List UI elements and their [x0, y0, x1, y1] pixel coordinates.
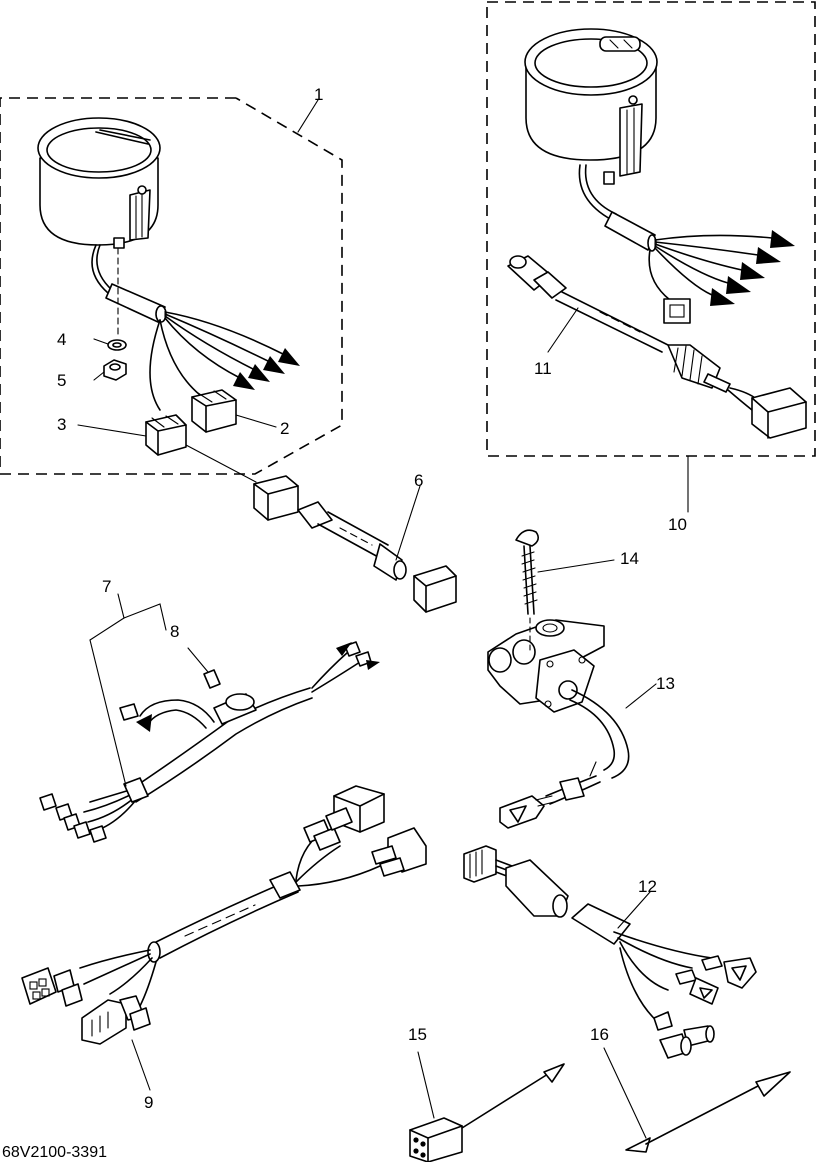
group-10-dashed-border — [486, 1, 816, 457]
gauge-meter-1 — [37, 117, 161, 249]
screw-14 — [515, 529, 615, 615]
group-10-speedometer-assembly — [486, 1, 816, 513]
label-2: 2 — [280, 419, 289, 438]
speed-sensor-cable-11 — [507, 255, 807, 439]
extension-cable-6 — [185, 444, 457, 613]
label-5: 5 — [57, 371, 66, 390]
neutral-switch-13 — [487, 617, 657, 829]
label-12: 12 — [638, 877, 657, 896]
label-14: 14 — [620, 549, 639, 568]
label-8: 8 — [170, 622, 179, 641]
label-1: 1 — [314, 85, 323, 104]
extension-harness-12 — [463, 845, 757, 1059]
label-15: 15 — [408, 1025, 427, 1044]
group-1-dashed-border — [0, 97, 343, 475]
label-13: 13 — [656, 674, 675, 693]
gauge-1-wire-harness — [91, 244, 300, 411]
connector-3 — [145, 414, 187, 456]
wire-harness-9 — [21, 785, 427, 1091]
gauge-meter-10 — [524, 28, 658, 185]
label-9: 9 — [144, 1093, 153, 1112]
harness-7-leader — [117, 593, 167, 631]
washer-4 — [107, 339, 127, 351]
nut-5 — [103, 359, 127, 381]
label-10: 10 — [668, 515, 687, 534]
label-16: 16 — [590, 1025, 609, 1044]
part-number-labels: 1 2 3 4 5 6 7 8 9 10 11 12 13 14 15 16 6… — [2, 85, 687, 1161]
main-wire-harness-7 — [39, 641, 380, 843]
fuse-8 — [203, 669, 221, 689]
connector-2 — [191, 389, 237, 433]
label-11: 11 — [534, 359, 552, 378]
group-1-tachometer-assembly — [0, 97, 343, 475]
wire-lead-16 — [603, 1047, 791, 1153]
label-3: 3 — [57, 415, 66, 434]
label-7: 7 — [102, 577, 111, 596]
gauge-10-wire-harness — [578, 164, 795, 324]
label-4: 4 — [57, 330, 66, 349]
drawing-code: 68V2100-3391 — [2, 1144, 107, 1161]
connector-cable-15 — [409, 1051, 565, 1162]
label-6: 6 — [414, 471, 423, 490]
